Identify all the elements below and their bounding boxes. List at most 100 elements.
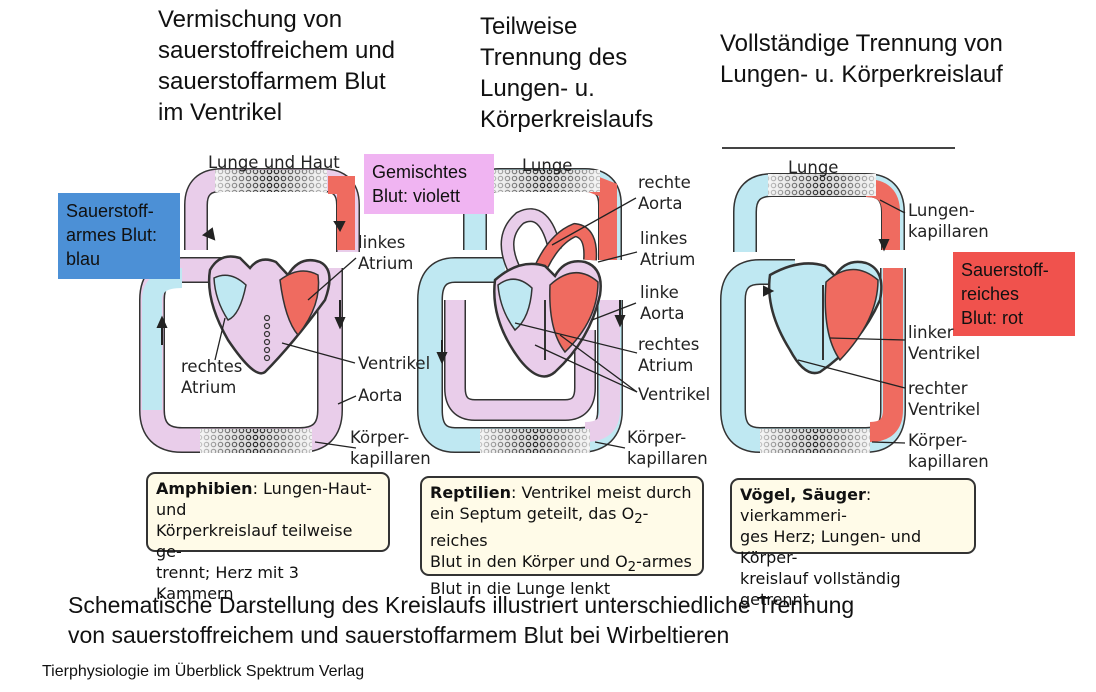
- heading-line: im Ventrikel: [158, 99, 283, 126]
- label-lunge: Lunge: [788, 158, 839, 177]
- heading-line: Lungen- u. Körperkreislauf: [720, 61, 1003, 88]
- label-line: linker: [908, 323, 954, 342]
- label-line: kapillaren: [908, 452, 989, 471]
- caption-text: : Ventrikel meist durch: [510, 483, 692, 502]
- label-line: rechtes: [181, 357, 243, 376]
- label-line: Körper-: [908, 431, 968, 450]
- source-credit: Tierphysiologie im Überblick Spektrum Ve…: [42, 663, 365, 680]
- caption-text: -reiches: [430, 504, 649, 551]
- caption-text: : Lungen-Haut- und: [156, 479, 372, 519]
- label-koerperkapillaren: Körper-kapillaren: [908, 430, 989, 472]
- heading-line: Trennung des: [480, 44, 628, 71]
- right-atrium-shape: [213, 274, 247, 321]
- mammal-diagram: [720, 147, 955, 453]
- caption-amphibia: Amphibien: Lungen-Haut- und Körperkreisl…: [146, 472, 390, 603]
- subscript: 2: [634, 512, 643, 528]
- label-line: Atrium: [358, 254, 414, 273]
- label-line: kapillaren: [350, 449, 431, 468]
- label-lunge: Lunge: [522, 156, 573, 175]
- caption-line: Amphibien: Lungen-Haut- und: [156, 478, 380, 520]
- caption-line: ges Herz; Lungen- und Körper-: [740, 527, 922, 567]
- heading-mammalia: Vollständige Trennung von Lungen- u. Kör…: [720, 28, 1003, 90]
- label-line: Ventrikel: [908, 344, 981, 363]
- label-ventrikel: Ventrikel: [638, 385, 711, 404]
- label-line: kapillaren: [908, 222, 989, 241]
- legend-line: Gemischtes: [372, 162, 468, 182]
- legend-line: Blut: violett: [372, 186, 461, 206]
- label-line: linke: [640, 283, 679, 302]
- reptile-diagram: [417, 168, 638, 453]
- label-line: linkes: [358, 233, 406, 252]
- label-line: Körper-: [627, 428, 687, 447]
- heading-amphibia: Vermischung von sauerstoffreichem und sa…: [158, 4, 395, 128]
- caption-text: ein Septum geteilt, das O: [430, 504, 635, 523]
- heading-line: Vollständige Trennung von: [720, 30, 1003, 57]
- label-lunge-und-haut: Lunge und Haut: [208, 153, 340, 172]
- caption-text: : vierkammeri-: [740, 485, 872, 525]
- label-line: Atrium: [640, 250, 696, 269]
- legend-line: reiches: [961, 284, 1020, 304]
- caption-line: Vögel, Säuger: vierkammeri-: [740, 484, 966, 526]
- label-koerperkapillaren: Körper-kapillaren: [627, 427, 708, 469]
- heading-line: sauerstoffarmem Blut: [158, 68, 386, 95]
- legend-line: armes Blut:: [66, 225, 158, 245]
- label-line: linkes: [640, 229, 688, 248]
- summary-line: Schematische Darstellung des Kreislaufs …: [68, 592, 855, 618]
- left-ventricle-shape: [824, 268, 879, 362]
- label-line: rechte: [638, 173, 691, 192]
- right-side-shape: [497, 278, 533, 332]
- label-line: Atrium: [181, 378, 237, 397]
- heading-line: Lungen- u.: [480, 75, 595, 102]
- label-line: Atrium: [638, 356, 694, 375]
- caption-line: ein Septum geteilt, das O2-reiches: [430, 503, 694, 551]
- caption-title: Reptilien: [430, 483, 511, 502]
- label-line: rechtes: [638, 335, 700, 354]
- caption-text: Blut in den Körper und O: [430, 552, 628, 572]
- caption-text: -armes: [636, 552, 692, 572]
- label-line: Ventrikel: [908, 400, 981, 419]
- caption-reptilia: Reptilien: Ventrikel meist durch ein Sep…: [420, 476, 704, 598]
- caption-mammalia: Vögel, Säuger: vierkammeri- ges Herz; Lu…: [730, 478, 976, 609]
- label-ventrikel: Ventrikel: [358, 354, 431, 373]
- label-line: Aorta: [638, 194, 683, 213]
- subscript: 2: [627, 560, 637, 576]
- heading-line: sauerstoffreichem und: [158, 37, 396, 64]
- caption-line: Reptilien: Ventrikel meist durch: [430, 482, 694, 503]
- left-atrium-shape: [279, 270, 320, 337]
- label-line: kapillaren: [627, 449, 708, 468]
- caption-line: Körperkreislauf teilweise ge-: [156, 521, 353, 561]
- label-line: Aorta: [640, 304, 685, 323]
- caption-line: kreislauf vollständig getrennt: [740, 569, 901, 609]
- legend-mixed: Gemischtes Blut: violett: [364, 154, 494, 214]
- caption-line: trennt; Herz mit 3 Kammern: [156, 563, 299, 603]
- heading-reptilia: Teilweise Trennung des Lungen- u. Körper…: [480, 11, 653, 135]
- left-side-shape: [549, 272, 599, 354]
- summary-text: Schematische Darstellung des Kreislaufs …: [68, 590, 854, 650]
- caption-line: Blut in den Körper und O2-armes: [430, 551, 694, 578]
- caption-line: Blut in die Lunge lenkt: [430, 579, 611, 599]
- legend-oxygen-poor: Sauerstoff- armes Blut: blau: [58, 193, 180, 279]
- legend-line: Sauerstoff-: [66, 201, 154, 221]
- heading-line: Körperkreislaufs: [480, 106, 654, 133]
- legend-oxygen-rich: Sauerstoff- reiches Blut: rot: [953, 252, 1075, 336]
- label-lungenkapillaren: Lungen-kapillaren: [908, 200, 989, 242]
- heading-line: Vermischung von: [158, 6, 343, 33]
- label-koerperkapillaren: Körper-kapillaren: [350, 427, 431, 469]
- amphibian-diagram: [139, 168, 360, 453]
- legend-line: Blut: rot: [961, 308, 1024, 328]
- summary-line: von sauerstoffreichem und sauerstoffarme…: [68, 622, 730, 648]
- legend-line: Sauerstoff-: [961, 260, 1049, 280]
- label-line: rechter: [908, 379, 968, 398]
- label-line: Körper-: [350, 428, 410, 447]
- heading-line: Teilweise: [480, 13, 578, 40]
- label-aorta: Aorta: [358, 386, 403, 405]
